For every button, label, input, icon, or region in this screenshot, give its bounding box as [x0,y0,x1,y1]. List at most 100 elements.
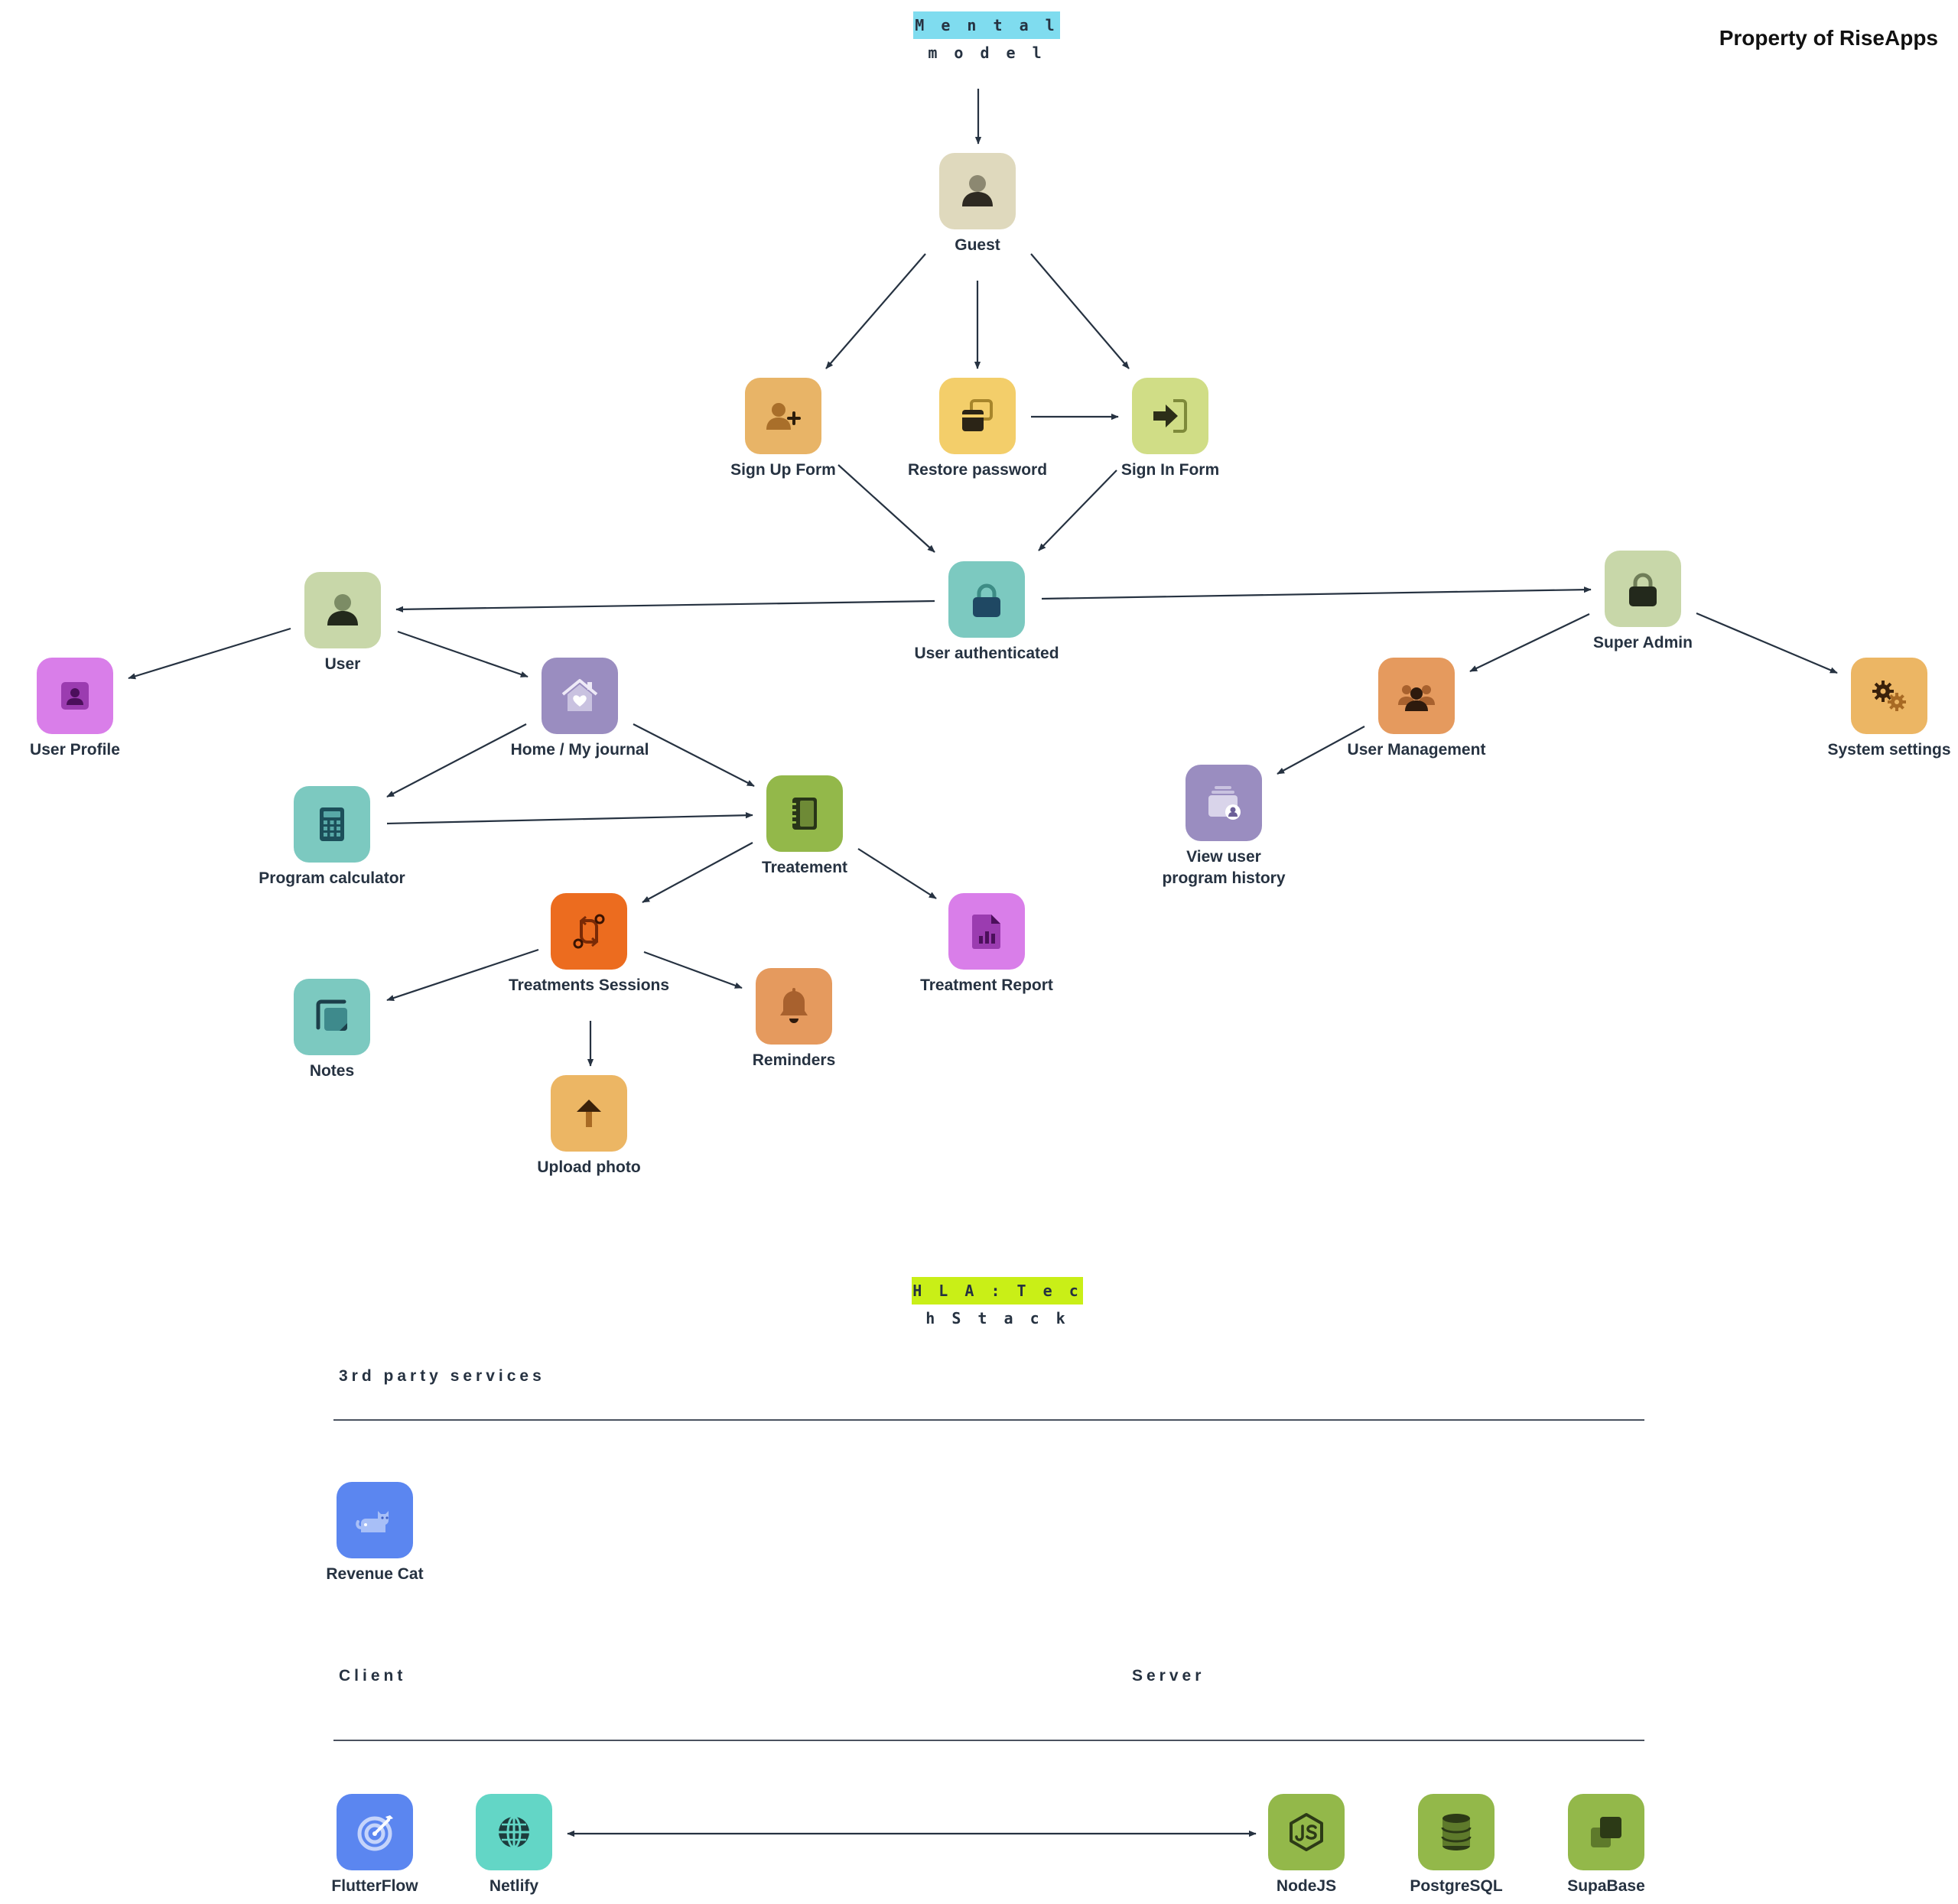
netlify-node[interactable] [476,1794,552,1870]
person-icon [327,594,358,625]
arrow-signin-authenticated [1038,470,1117,551]
system-settings-label: System settings [1827,741,1951,759]
revenue-cat-label: Revenue Cat [326,1565,424,1583]
arrow-authenticated-user [395,599,935,613]
view-history-label: View user program history [1071,846,1377,889]
treatment-report-node[interactable] [948,893,1025,970]
upload-photo-label: Upload photo [537,1158,641,1176]
guest-node[interactable] [939,153,1016,229]
home-journal-label: Home / My journal [510,741,649,759]
globe-icon [499,1815,529,1849]
arrow-user-profile [128,627,291,680]
user-node[interactable] [304,572,381,648]
netlify-label: Netlify [489,1877,539,1895]
user-profile-label: User Profile [30,741,120,759]
notes-label: Notes [309,1062,355,1080]
server-heading: Server [1132,1667,1205,1685]
guest-label: Guest [955,236,1000,254]
sign-in-icon [1153,399,1187,433]
program-calculator-node[interactable] [294,786,370,863]
postgresql-label: PostgreSQL [1410,1877,1503,1895]
arrow-treatment-report [857,848,937,899]
arrow-usermgmt-history [1277,726,1365,775]
treatment-node[interactable] [766,775,843,852]
notes-icon [316,999,347,1031]
bell-icon [780,988,808,1023]
sign-in-form-node[interactable] [1132,378,1208,454]
gears-icon [1872,681,1906,711]
system-settings-node[interactable] [1851,658,1927,734]
profile-card-icon [61,682,89,710]
mental-model-title: M e n t a l m o d e l [913,11,1060,62]
user-authenticated-node[interactable] [948,561,1025,638]
sign-up-form-label: Sign Up Form [730,461,836,479]
arrow-superadmin-usermgmt [1469,613,1590,672]
nodejs-node[interactable] [1268,1794,1345,1870]
stack-divider [333,1740,1644,1741]
reminders-label: Reminders [752,1051,836,1069]
arrow-guest-signup [825,253,926,369]
nodejs-label: NodeJS [1276,1877,1337,1895]
super-admin-node[interactable] [1605,551,1681,627]
person-icon [962,175,993,206]
person-add-icon [766,403,801,430]
arrow-home-treatment [633,723,755,787]
flutterflow-label: FlutterFlow [331,1877,418,1895]
user-management-label: User Management [1347,741,1486,759]
nodejs-icon [1290,1813,1323,1851]
home-journal-node[interactable] [542,658,618,734]
arrow-calculator-treatment [386,812,753,825]
supabase-label: SupaBase [1567,1877,1645,1895]
program-calculator-label: Program calculator [259,869,405,887]
arrow-treatment-sessions [642,842,753,903]
treatments-sessions-label: Treatments Sessions [508,976,670,994]
user-profile-node[interactable] [37,658,113,734]
postgresql-node[interactable] [1418,1794,1495,1870]
arrow-sessions-notes [386,948,539,1002]
database-icon [1441,1814,1472,1850]
view-history-node[interactable] [1186,765,1262,841]
lock-icon [1629,573,1657,606]
history-icon [1208,786,1241,820]
upload-photo-node[interactable] [551,1075,627,1152]
sign-up-form-node[interactable] [745,378,821,454]
tech-stack-title: H L A : T e c h S t a c k [912,1277,1083,1327]
layers-icon [1591,1817,1621,1847]
sign-in-form-label: Sign In Form [1120,461,1220,479]
upload-icon [577,1100,601,1127]
restore-password-label: Restore password [907,461,1048,479]
calculator-icon [320,807,344,841]
user-management-node[interactable] [1378,658,1455,734]
super-admin-label: Super Admin [1593,634,1693,651]
arrow-home-calculator [386,723,527,798]
user-label: User [324,655,361,673]
owner-label: Property of RiseApps [1719,26,1938,50]
arrow-superadmin-settings [1696,612,1838,674]
third-party-divider [333,1419,1644,1421]
client-heading: Client [339,1667,407,1685]
report-icon [972,915,1000,949]
swap-icon [573,914,605,949]
group-icon [1398,685,1435,711]
third-party-heading: 3rd party services [339,1367,545,1385]
notebook-icon [790,798,817,830]
treatments-sessions-node[interactable] [551,893,627,970]
notes-node[interactable] [294,979,370,1055]
revenue-cat-node[interactable] [337,1482,413,1558]
arrow-user-home [397,630,529,678]
user-authenticated-label: User authenticated [914,645,1059,662]
lock-icon [973,583,1000,617]
treatment-report-label: Treatment Report [920,976,1053,994]
flutterflow-node[interactable] [337,1794,413,1870]
treatment-label: Treatement [761,859,848,876]
cat-icon [356,1511,389,1532]
arrow-guest-signin [1030,253,1130,369]
home-heart-icon [561,679,598,711]
reminders-node[interactable] [756,968,832,1045]
restore-password-node[interactable] [939,378,1016,454]
view-history-label-line1: View user [1186,848,1261,866]
supabase-node[interactable] [1568,1794,1644,1870]
view-history-label-line2: program history [1162,869,1286,887]
